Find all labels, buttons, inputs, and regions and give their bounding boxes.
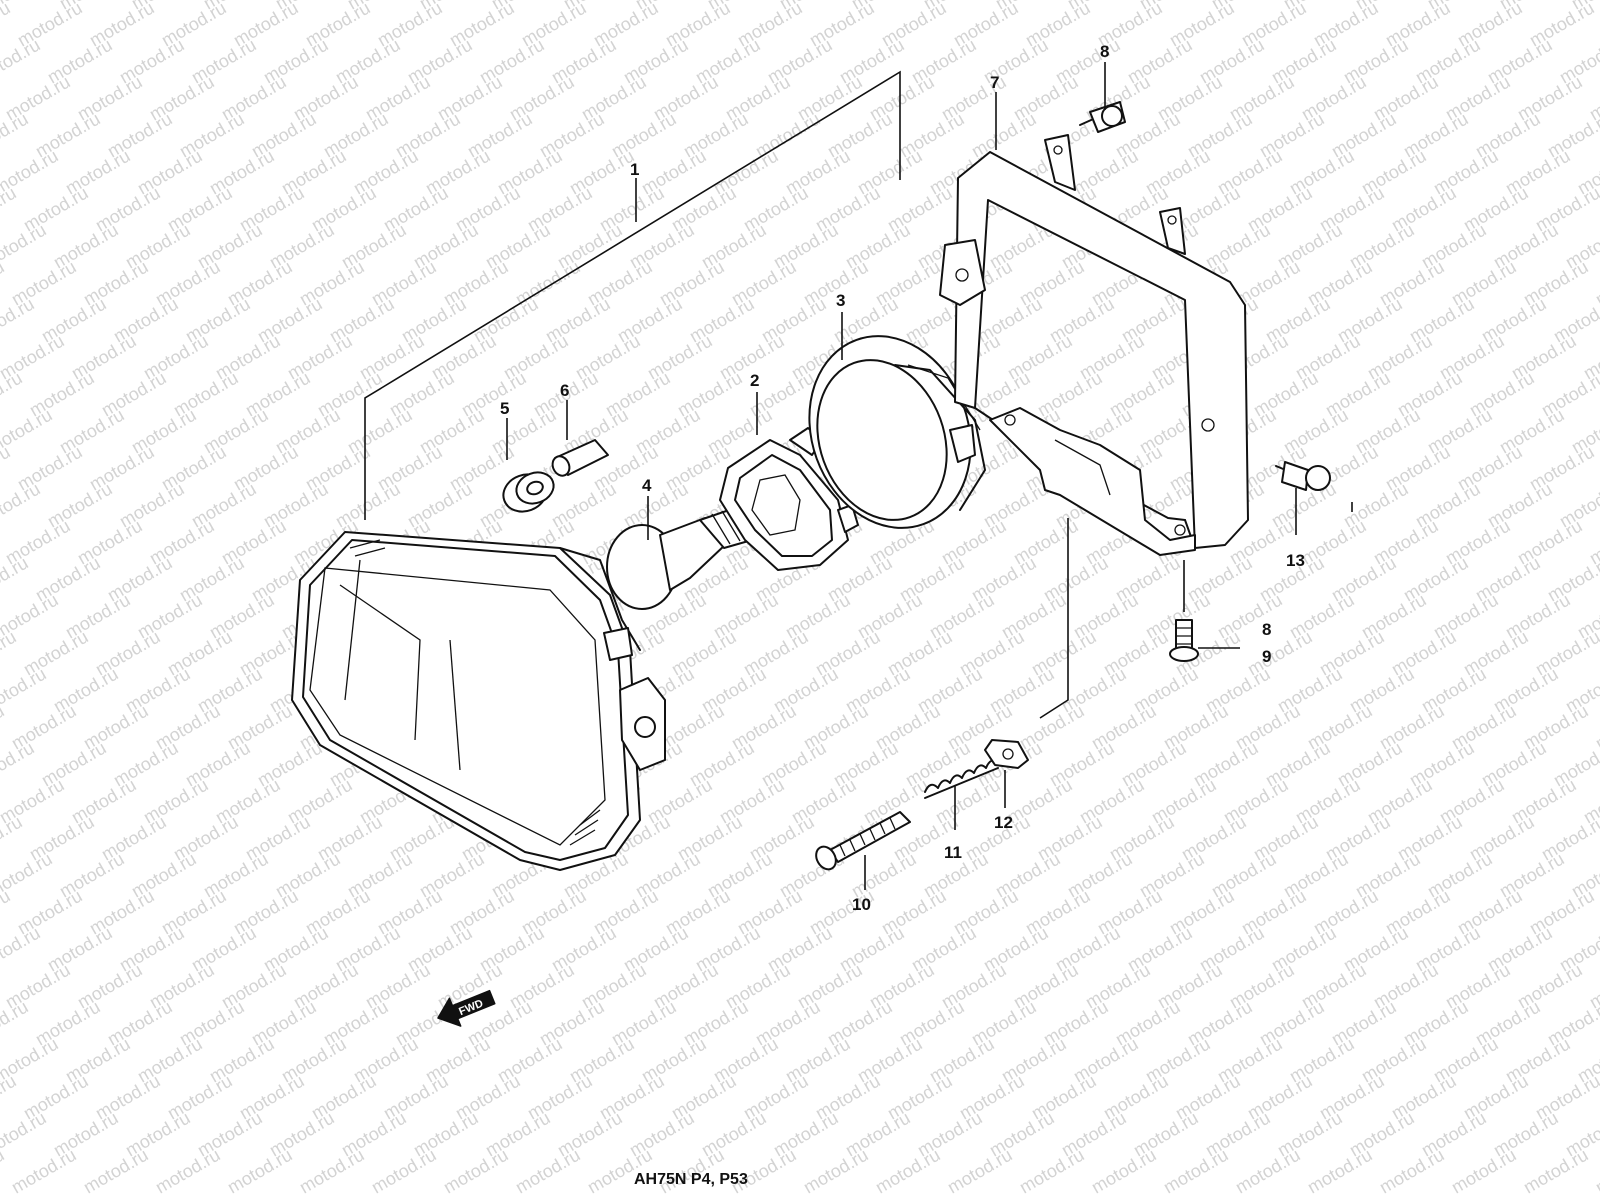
- callout-4: 4: [642, 476, 652, 495]
- screw-right: [1275, 461, 1331, 491]
- watermark-text: motod.ru: [0, 849, 56, 902]
- callout-10: 10: [852, 895, 871, 914]
- watermark-text: motod.ru: [0, 1108, 50, 1161]
- watermark-text: motod.ru: [0, 923, 44, 976]
- watermark-text: motod.ru: [0, 553, 32, 606]
- watermark-text: motod.ru: [0, 701, 8, 754]
- watermark-text: motod.ru: [0, 960, 2, 1013]
- watermark-text: motod.ru: [1448, 1145, 1520, 1198]
- watermark-text: motod.ru: [0, 72, 2, 125]
- watermark-text: motod.ru: [0, 0, 14, 50]
- watermark-text: motod.ru: [0, 664, 50, 717]
- watermark-text: motod.ru: [8, 1145, 80, 1198]
- watermark-text: motod.ru: [872, 1145, 944, 1198]
- watermark-text: motod.ru: [1376, 1145, 1448, 1198]
- watermark-text: motod.ru: [0, 1071, 20, 1124]
- watermark-text: motod.ru: [1160, 1145, 1232, 1198]
- watermark-text: motod.ru: [0, 257, 8, 310]
- watermark-text: motod.ru: [0, 886, 14, 939]
- watermark-text: motod.ru: [1088, 1145, 1160, 1198]
- watermark-text: motod.ru: [1304, 1145, 1376, 1198]
- watermark-text: motod.ru: [0, 812, 26, 865]
- watermark-text: motod.ru: [1232, 1145, 1304, 1198]
- watermark-text: motod.ru: [0, 35, 44, 88]
- diagram-caption: AH75N P4, P53: [634, 1171, 748, 1188]
- watermark-text: motod.ru: [0, 294, 38, 347]
- watermark-text: motod.ru: [1016, 1145, 1088, 1198]
- callout-9: 9: [1262, 647, 1271, 666]
- watermark-text: motod.ru: [800, 1145, 872, 1198]
- callout-12: 12: [994, 813, 1013, 832]
- watermark-text: motod.ru: [0, 220, 50, 273]
- watermark-text: motod.ru: [1592, 1145, 1600, 1198]
- watermark-text: motod.ru: [80, 1145, 152, 1198]
- callout-13: 13: [1286, 551, 1305, 570]
- watermark-text: motod.ru: [440, 1145, 512, 1198]
- callout-8-top: 8: [1100, 42, 1109, 61]
- callout-7: 7: [990, 73, 999, 92]
- watermark-text: motod.ru: [0, 627, 20, 680]
- watermark-text: motod.ru: [0, 109, 32, 162]
- watermark-text: motod.ru: [0, 1145, 8, 1198]
- watermark-text: motod.ru: [1520, 1145, 1592, 1198]
- watermark-text: motod.ru: [0, 183, 20, 236]
- watermark-text: motod.ru: [0, 479, 44, 532]
- watermark-text: motod.ru: [0, 738, 38, 791]
- callout-6: 6: [560, 381, 569, 400]
- callout-2: 2: [750, 371, 759, 390]
- watermark-text: motod.ru: [152, 1145, 224, 1198]
- callout-1: 1: [630, 160, 639, 179]
- watermark-text: motod.ru: [296, 1145, 368, 1198]
- watermark-text: motod.ru: [0, 997, 32, 1050]
- callout-5: 5: [500, 399, 509, 418]
- watermark-text: motod.ru: [0, 368, 26, 421]
- watermark-text: motod.ru: [224, 1145, 296, 1198]
- callout-3: 3: [836, 291, 845, 310]
- callout-11: 11: [944, 843, 962, 862]
- watermark-text: motod.ru: [0, 516, 2, 569]
- watermark-text: motod.ru: [0, 405, 56, 458]
- watermark-text: motod.ru: [512, 1145, 584, 1198]
- callout-8-lower: 8: [1262, 620, 1271, 639]
- watermark-text: motod.ru: [0, 442, 14, 495]
- watermark-text: motod.ru: [944, 1145, 1016, 1198]
- watermark-text: motod.ru: [368, 1145, 440, 1198]
